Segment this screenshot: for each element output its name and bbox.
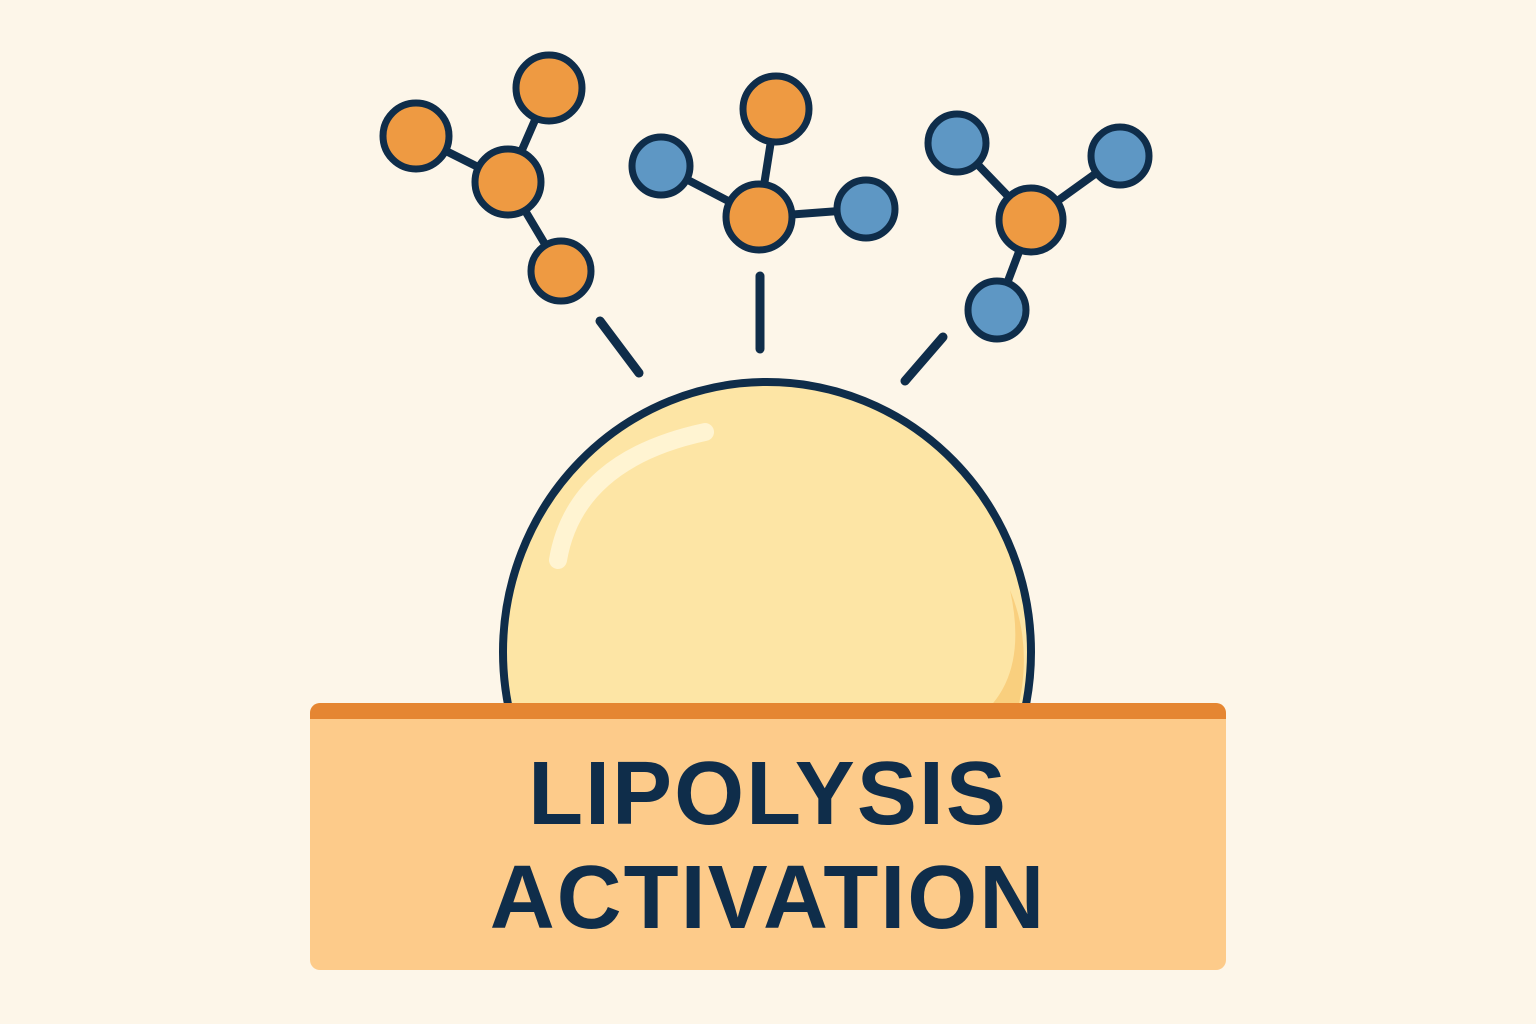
atom-orange (379, 99, 453, 173)
release-line-right (900, 332, 948, 386)
atom-orange (739, 72, 813, 146)
atom-blue (1087, 123, 1153, 189)
atom-orange-center (471, 145, 545, 219)
atom-blue (628, 133, 694, 199)
label-text: LIPOLYSIS ACTIVATION (490, 742, 1047, 950)
molecule-right (924, 110, 1153, 343)
atom-orange-center (995, 184, 1067, 256)
molecule-center (628, 72, 899, 254)
atom-blue (964, 277, 1030, 343)
atom-orange (527, 237, 595, 305)
atom-blue (924, 110, 990, 176)
atom-orange (512, 51, 586, 125)
label-panel: LIPOLYSIS ACTIVATION (310, 703, 1226, 970)
droplet-highlight (549, 423, 714, 569)
atom-blue (833, 176, 899, 242)
label-line-1: LIPOLYSIS (528, 743, 1008, 844)
release-lines (595, 271, 948, 386)
label-panel-stripe (310, 703, 1226, 719)
droplet-shade (975, 590, 1024, 720)
release-line-left (595, 316, 644, 378)
label-line-2: ACTIVATION (489, 847, 1047, 948)
molecule-left (379, 51, 595, 305)
atom-orange-center (722, 180, 796, 254)
